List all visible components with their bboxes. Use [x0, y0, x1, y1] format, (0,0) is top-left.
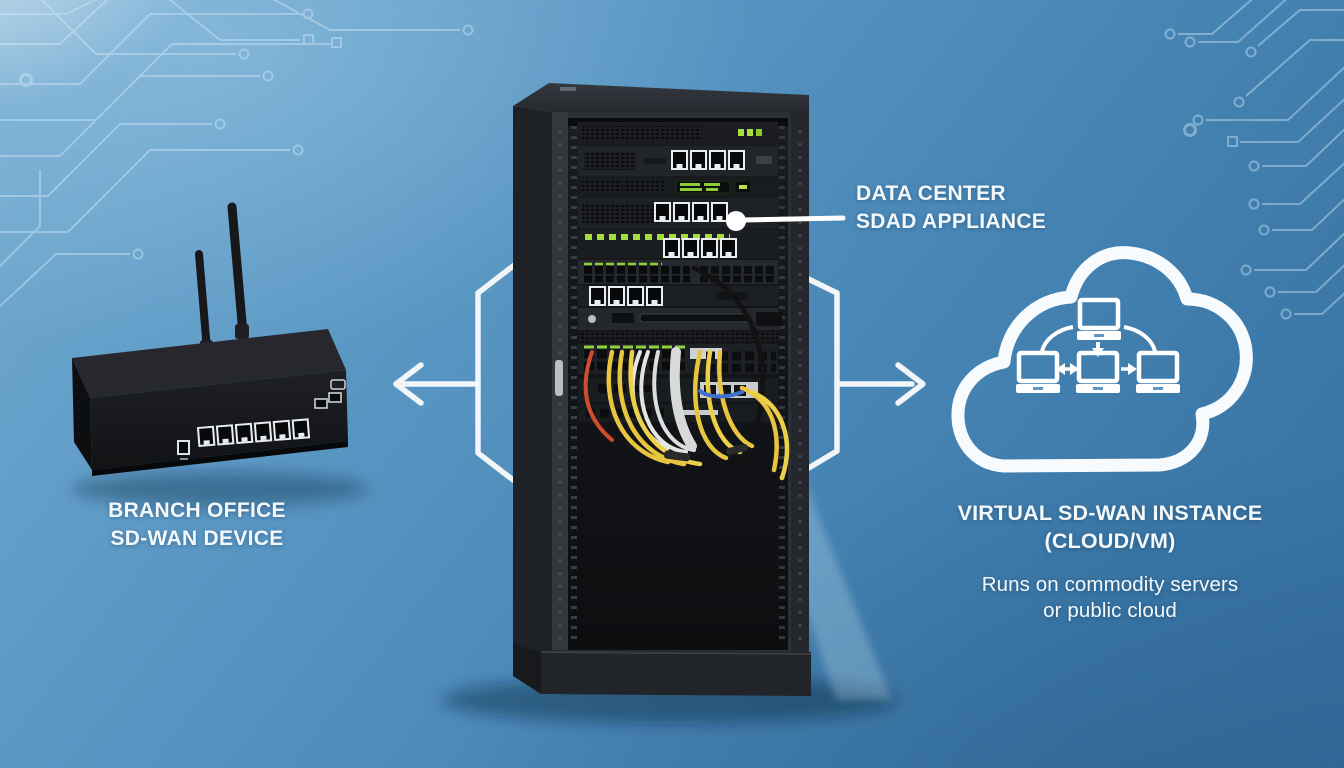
right-bracket	[789, 268, 840, 481]
router-emblem	[330, 379, 346, 390]
arrowhead	[1128, 363, 1137, 375]
rack-plinth-side	[513, 644, 541, 694]
router-small-port	[177, 440, 190, 455]
left-connection	[393, 260, 520, 486]
virtual-instance-subtitle: Runs on commodity servers or public clou…	[940, 572, 1280, 624]
router-top-face	[72, 329, 346, 398]
monitor-screen	[1136, 350, 1180, 384]
router-side-face	[72, 358, 92, 470]
router-bottom-lip	[92, 441, 348, 476]
router-slot	[328, 392, 342, 403]
plinth-edge	[540, 651, 812, 655]
virtual-instance-label: VIRTUAL SD-WAN INSTANCE (CLOUD/VM) Runs …	[940, 499, 1280, 624]
rack-cap	[513, 83, 809, 117]
data-center-label-line2: SDAD APPLIANCE	[856, 210, 1047, 233]
cable-tie	[663, 450, 691, 462]
yellow-cable	[717, 349, 755, 449]
rack-brand-mark	[560, 87, 576, 91]
branch-office-label-line2: SD-WAN DEVICE	[110, 527, 284, 550]
rack-unit	[578, 146, 778, 176]
white-cable	[639, 350, 688, 454]
yellow-cable	[617, 349, 687, 467]
blue-cable	[698, 389, 744, 399]
router-slot	[314, 398, 328, 409]
arrowhead	[1056, 363, 1065, 375]
router-front-face	[90, 370, 348, 470]
branch-office-label: BRANCH OFFICE SD-WAN DEVICE	[77, 497, 317, 553]
router-shadow	[72, 472, 368, 506]
rack-plinth	[541, 650, 811, 696]
right-arrow-icon	[895, 362, 926, 406]
monitor-screen	[1016, 350, 1060, 384]
monitor-base-notch	[1153, 387, 1163, 390]
left-bracket	[475, 260, 520, 486]
monitor-base-notch	[1093, 387, 1103, 390]
rack-cables	[583, 265, 790, 481]
branch-office-label-line1: BRANCH OFFICE	[108, 499, 286, 522]
virtual-instance-subtitle-line1: Runs on commodity servers	[981, 573, 1239, 596]
rack-unit	[578, 230, 778, 258]
rack-unit	[578, 286, 778, 306]
down-arrowhead	[1092, 348, 1104, 357]
virtual-instance-title-line2: (CLOUD/VM)	[1044, 529, 1176, 553]
server-rack-illustration	[513, 83, 812, 696]
virtual-instance-subtitle-line2: or public cloud	[1043, 599, 1177, 622]
datacenter-callout	[726, 211, 846, 231]
callout-line	[739, 215, 846, 223]
virtual-instance-title: VIRTUAL SD-WAN INSTANCE (CLOUD/VM)	[940, 499, 1280, 555]
router-antenna	[227, 202, 248, 339]
circuit-pattern-top-left	[0, 0, 474, 308]
yellow-cable	[606, 349, 671, 465]
white-cable	[652, 350, 696, 452]
data-center-label-line1: DATA CENTER	[856, 182, 1006, 205]
monitor-base-notch	[1094, 334, 1104, 337]
monitor-base-notch	[1033, 387, 1043, 390]
router-label-mark	[180, 458, 188, 460]
branch-router-illustration	[72, 202, 348, 476]
monitor-screen	[1076, 350, 1120, 384]
white-ribbon-cable	[669, 347, 697, 451]
curved-connector	[1040, 325, 1074, 352]
cable-tie	[726, 444, 749, 455]
router-antenna	[195, 250, 211, 354]
rack-unit	[578, 178, 778, 196]
red-cable	[583, 350, 614, 442]
callout-dot	[726, 211, 746, 231]
right-connection	[789, 268, 926, 481]
rack-door-handle	[555, 360, 563, 396]
circuit-pattern-top-right	[1164, 0, 1344, 320]
rack-unit	[578, 122, 778, 144]
left-arrow-icon	[393, 362, 424, 406]
antenna-joint	[235, 324, 249, 339]
data-center-label: DATA CENTER SDAD APPLIANCE	[856, 180, 1046, 236]
yellow-cable	[749, 389, 790, 481]
virtual-instance-title-line1: VIRTUAL SD-WAN INSTANCE	[957, 501, 1263, 525]
rack-unit	[578, 260, 778, 284]
rack-unit	[578, 308, 782, 330]
curved-connector	[1123, 325, 1157, 352]
cloud-outline-icon	[951, 246, 1253, 473]
virtual-instance-cloud	[951, 246, 1253, 473]
yellow-cable	[693, 349, 729, 461]
monitor-screen	[1077, 297, 1121, 331]
rack-frame-right	[791, 112, 809, 652]
networked-computers-icon	[1016, 297, 1180, 393]
rack-unit	[578, 332, 778, 342]
arrowhead	[1070, 363, 1079, 375]
rack-side-panel	[513, 106, 552, 666]
router-ports	[177, 379, 346, 460]
rack-unit	[578, 198, 778, 228]
